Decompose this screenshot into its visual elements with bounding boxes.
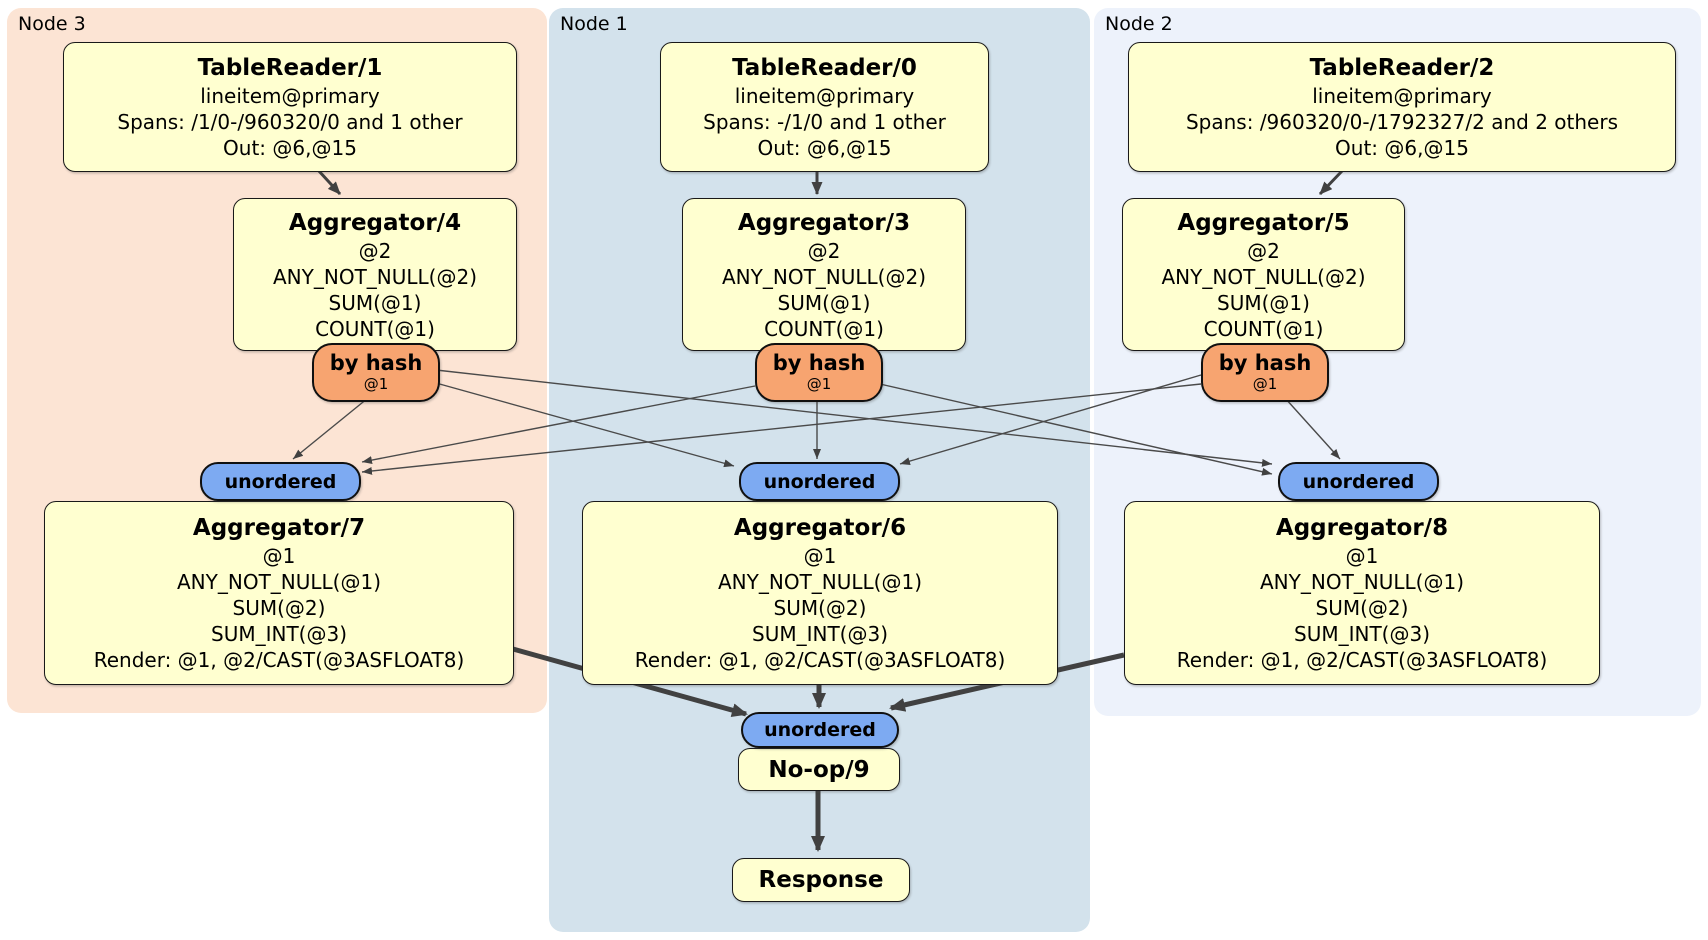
edge-tr1-agg4 (316, 168, 342, 196)
aggregator-4-line: SUM(@1) (328, 290, 422, 315)
unordered-stream-final: unordered (741, 712, 899, 748)
tablereader-arrows (316, 168, 1345, 196)
aggregator-7-line: @1 (262, 544, 296, 568)
unordered-stream-8: unordered (1278, 462, 1439, 501)
stream-label: unordered (1302, 470, 1415, 493)
aggregator-8-line: Render: @1, @2/CAST(@3ASFLOAT8) (1176, 648, 1548, 672)
stream-label: unordered (224, 470, 337, 493)
tablereader-1-line: Out: @6,@15 (223, 136, 357, 160)
aggregator-7-line: Render: @1, @2/CAST(@3ASFLOAT8) (93, 648, 465, 672)
aggregator-7-title: Aggregator/7 (192, 515, 366, 541)
edge-hash5-stream7 (361, 383, 1202, 475)
aggregator-8-line: SUM(@2) (1315, 596, 1409, 620)
tablereader-1-title: TableReader/1 (197, 55, 383, 81)
node2-label: Node 2 (1105, 13, 1173, 35)
edge-hash5-stream6 (899, 374, 1202, 466)
aggregator-6-title: Aggregator/6 (733, 515, 907, 541)
router-key: @1 (806, 375, 832, 393)
tablereader-2-line: Spans: /960320/0-/1792327/2 and 2 others (1185, 110, 1618, 134)
edge-tr2-agg5 (1318, 168, 1345, 196)
aggregator-3-line: @2 (807, 238, 841, 263)
by-hash-router-3: by hash @1 (755, 343, 883, 402)
aggregator-3-line: SUM(@1) (777, 290, 871, 315)
tablereader-1-box: TableReader/1 lineitem@primary Spans: /1… (63, 42, 517, 172)
aggregator-6-line: @1 (803, 544, 837, 568)
tablereader-1-line: lineitem@primary (200, 84, 380, 108)
aggregator-7-line: SUM_INT(@3) (211, 622, 347, 646)
aggregator-5-line: ANY_NOT_NULL(@2) (1161, 264, 1366, 289)
tablereader-0-box: TableReader/0 lineitem@primary Spans: -/… (660, 42, 989, 172)
no-op-9-box: No-op/9 (738, 748, 900, 791)
aggregator-6-line: Render: @1, @2/CAST(@3ASFLOAT8) (634, 648, 1006, 672)
edge-hash4-stream7 (292, 397, 369, 460)
stream-label: unordered (764, 719, 876, 741)
edge-hash3-stream7 (361, 385, 756, 465)
no-op-9-title: No-op/9 (768, 756, 870, 783)
aggregator-8-line: SUM_INT(@3) (1294, 622, 1430, 646)
aggregator-4-line: @2 (358, 238, 392, 263)
aggregator-8-box: Aggregator/8 @1 ANY_NOT_NULL(@1) SUM(@2)… (1124, 501, 1600, 685)
aggregator-3-title: Aggregator/3 (737, 209, 911, 236)
tablereader-0-line: Spans: -/1/0 and 1 other (703, 110, 946, 134)
aggregator-5-title: Aggregator/5 (1177, 209, 1350, 236)
aggregator-5-box: Aggregator/5 @2 ANY_NOT_NULL(@2) SUM(@1)… (1122, 198, 1405, 351)
aggregator-8-title: Aggregator/8 (1275, 515, 1449, 541)
by-hash-router-4: by hash @1 (312, 343, 440, 402)
aggregator-4-title: Aggregator/4 (288, 209, 462, 236)
edge-hash3-stream8 (879, 383, 1273, 476)
unordered-stream-6: unordered (739, 462, 900, 501)
tablereader-2-line: lineitem@primary (1312, 84, 1492, 108)
aggregator-5-line: @2 (1247, 238, 1280, 263)
aggregator-6-line: SUM_INT(@3) (752, 622, 888, 646)
tablereader-0-line: lineitem@primary (734, 84, 915, 108)
aggregator-7-line: SUM(@2) (232, 596, 326, 620)
router-label: by hash (329, 351, 423, 375)
tablereader-0-line: Out: @6,@15 (757, 136, 892, 160)
aggregator-7-box: Aggregator/7 @1 ANY_NOT_NULL(@1) SUM(@2)… (44, 501, 514, 685)
aggregator-4-box: Aggregator/4 @2 ANY_NOT_NULL(@2) SUM(@1)… (233, 198, 517, 351)
tablereader-2-box: TableReader/2 lineitem@primary Spans: /9… (1128, 42, 1676, 172)
response-box: Response (732, 858, 910, 902)
by-hash-router-5: by hash @1 (1201, 343, 1329, 402)
aggregator-6-line: ANY_NOT_NULL(@1) (718, 570, 922, 594)
aggregator-5-line: COUNT(@1) (1203, 316, 1324, 341)
response-title: Response (758, 867, 884, 893)
edge-hash5-stream8 (1284, 397, 1341, 460)
unordered-stream-7: unordered (200, 462, 361, 501)
stream-label: unordered (763, 470, 876, 493)
aggregator-3-line: COUNT(@1) (764, 316, 884, 341)
edge-hash4-stream6 (435, 382, 735, 468)
aggregator-3-line: ANY_NOT_NULL(@2) (722, 264, 926, 289)
tablereader-2-line: Out: @6,@15 (1335, 136, 1469, 160)
aggregator-8-line: ANY_NOT_NULL(@1) (1260, 570, 1464, 594)
node1-label: Node 1 (560, 13, 628, 35)
aggregator-3-box: Aggregator/3 @2 ANY_NOT_NULL(@2) SUM(@1)… (682, 198, 966, 351)
aggregator-7-line: ANY_NOT_NULL(@1) (177, 570, 381, 594)
router-key: @1 (363, 375, 389, 393)
aggregator-6-line: SUM(@2) (773, 596, 867, 620)
aggregator-6-box: Aggregator/6 @1 ANY_NOT_NULL(@1) SUM(@2)… (582, 501, 1058, 685)
router-label: by hash (1218, 351, 1312, 375)
aggregator-8-line: @1 (1345, 544, 1379, 568)
tablereader-0-title: TableReader/0 (732, 55, 917, 81)
router-label: by hash (772, 351, 866, 375)
hash-mesh-lines (292, 369, 1341, 476)
edge-hash4-stream8 (435, 369, 1273, 467)
tablereader-1-line: Spans: /1/0-/960320/0 and 1 other (117, 110, 463, 134)
aggregator-4-line: ANY_NOT_NULL(@2) (273, 264, 477, 289)
aggregator-4-line: COUNT(@1) (315, 316, 435, 341)
aggregator-5-line: SUM(@1) (1217, 290, 1310, 315)
router-key: @1 (1252, 375, 1278, 393)
tablereader-2-title: TableReader/2 (1309, 55, 1495, 81)
node3-label: Node 3 (18, 13, 86, 35)
